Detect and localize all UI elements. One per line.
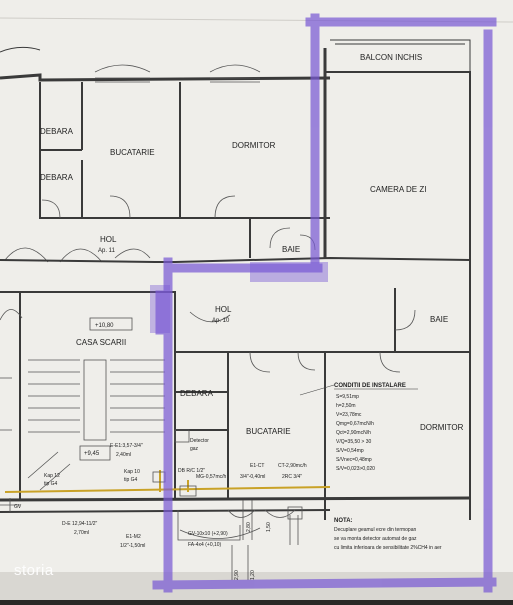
conditions-line-6: V/Q=35,50 > 30: [336, 439, 372, 445]
pipe-detector-gaz: gaz: [190, 446, 199, 452]
label-dormitor-top: DORMITOR: [232, 141, 276, 150]
note-title: NOTA:: [334, 518, 353, 524]
pipe-e1-ct: E1-CT: [250, 463, 264, 469]
pipe-d-e: D-E 12,94-11/2": [62, 521, 98, 527]
pipe-mg: MG-0,57mc/h: [196, 474, 227, 480]
pipe-kap12-g: tip G4: [44, 481, 58, 487]
label-casa-scarii: CASA SCARII: [76, 338, 126, 347]
pipe-ct: CT-2,90mc/h: [278, 463, 307, 469]
pipe-labels: E-E1:3,57-3/4" 2,40ml Kap 12 tip G4 Kap …: [14, 438, 307, 580]
walls-bottom: [0, 288, 471, 520]
pipe-mg2: 3/4"-0,40ml: [240, 474, 265, 480]
pipe-detector: Detector: [190, 438, 209, 444]
label-debara-top2: DEBARA: [40, 173, 74, 182]
note-line-3: cu limita inferioara de sensibilitate 2%…: [334, 545, 442, 551]
conditions-title: CONDITII DE INSTALARE: [334, 383, 406, 389]
storia-watermark: storia: [14, 562, 54, 579]
label-bucatarie-bottom: BUCATARIE: [246, 427, 291, 436]
conditions-line-9: S/V=0,023>0,020: [336, 466, 375, 472]
highlight-patch: [250, 262, 328, 282]
label-bucatarie-top: BUCATARIE: [110, 148, 155, 157]
conditions-line-2: h=2,50m: [336, 403, 356, 409]
pipe-db-rc: DB R/C 1/2": [178, 468, 205, 474]
dim-150: 1,50: [266, 522, 272, 532]
walls-top: [0, 39, 471, 288]
label-baie-right: BAIE: [430, 315, 448, 324]
label-debara-top1: DEBARA: [40, 127, 74, 136]
conditions-line-8: S/Vnec=0,48mp: [336, 457, 372, 463]
note-block: NOTA: Decuplare geamul ecre din termopan…: [334, 518, 442, 551]
pipe-ct2: 2RC 3/4": [282, 474, 302, 480]
note-line-1: Decuplare geamul ecre din termopan: [334, 527, 416, 533]
label-dormitor-bottom: DORMITOR: [420, 423, 464, 432]
pipe-e1-m2-len: 1/2"-1,50ml: [120, 543, 145, 549]
label-level-1080: +10,80: [95, 323, 114, 329]
conditions-line-5: Qct=2,90mcN/h: [336, 430, 371, 436]
installation-conditions: CONDITII DE INSTALARE S=9,51mp h=2,50m V…: [299, 383, 418, 472]
label-level-945: +9,45: [84, 451, 100, 457]
pipe-e-e1: E-E1:3,57-3/4": [110, 443, 143, 449]
pipe-d-e-len: 2,70ml: [74, 530, 89, 536]
note-line-2: se va monta detector automat de gaz: [334, 536, 417, 542]
label-ap11: Ap. 11: [98, 248, 116, 254]
label-ap10: Ap. 10: [212, 318, 230, 324]
pipe-kap10-g: tip G4: [124, 477, 138, 483]
dim-280: 2,80: [246, 522, 252, 532]
highlight-marker: [152, 13, 497, 593]
conditions-line-1: S=9,51mp: [336, 394, 359, 400]
label-camera-de-zi: CAMERA DE ZI: [370, 185, 426, 194]
pipe-e-e1-len: 2,40ml: [116, 452, 131, 458]
dim-120: 1,20: [250, 570, 256, 580]
label-baie-top: BAIE: [282, 245, 300, 254]
label-hol-ap11: HOL: [100, 235, 117, 244]
dim-290: 2,90: [234, 570, 240, 580]
conditions-leader: [299, 384, 335, 396]
label-balcon: BALCON INCHIS: [360, 53, 422, 62]
highlight-patch-left: [150, 285, 170, 333]
pipe-gv-left: GV: [14, 504, 22, 510]
conditions-line-3: V=23,78mc: [336, 412, 362, 418]
label-hol-ap10: HOL: [215, 305, 232, 314]
label-debara-bottom: DEBARA: [180, 389, 214, 398]
room-labels: BALCON INCHIS DEBARA BUCATARIE DORMITOR …: [40, 53, 464, 457]
conditions-line-4: Qmg=0,67mcN/h: [336, 421, 374, 427]
pipe-e1-m2: E1-M2: [126, 534, 141, 540]
pipe-gv10: GV-10x10 (+2,90): [188, 531, 228, 537]
pipe-fa: FA-4x4 (+0,10): [188, 542, 222, 548]
pipe-kap10: Kap 10: [124, 469, 140, 475]
pipe-kap12: Kap 12: [44, 473, 60, 479]
conditions-line-7: S/V=0,54mp: [336, 448, 364, 454]
